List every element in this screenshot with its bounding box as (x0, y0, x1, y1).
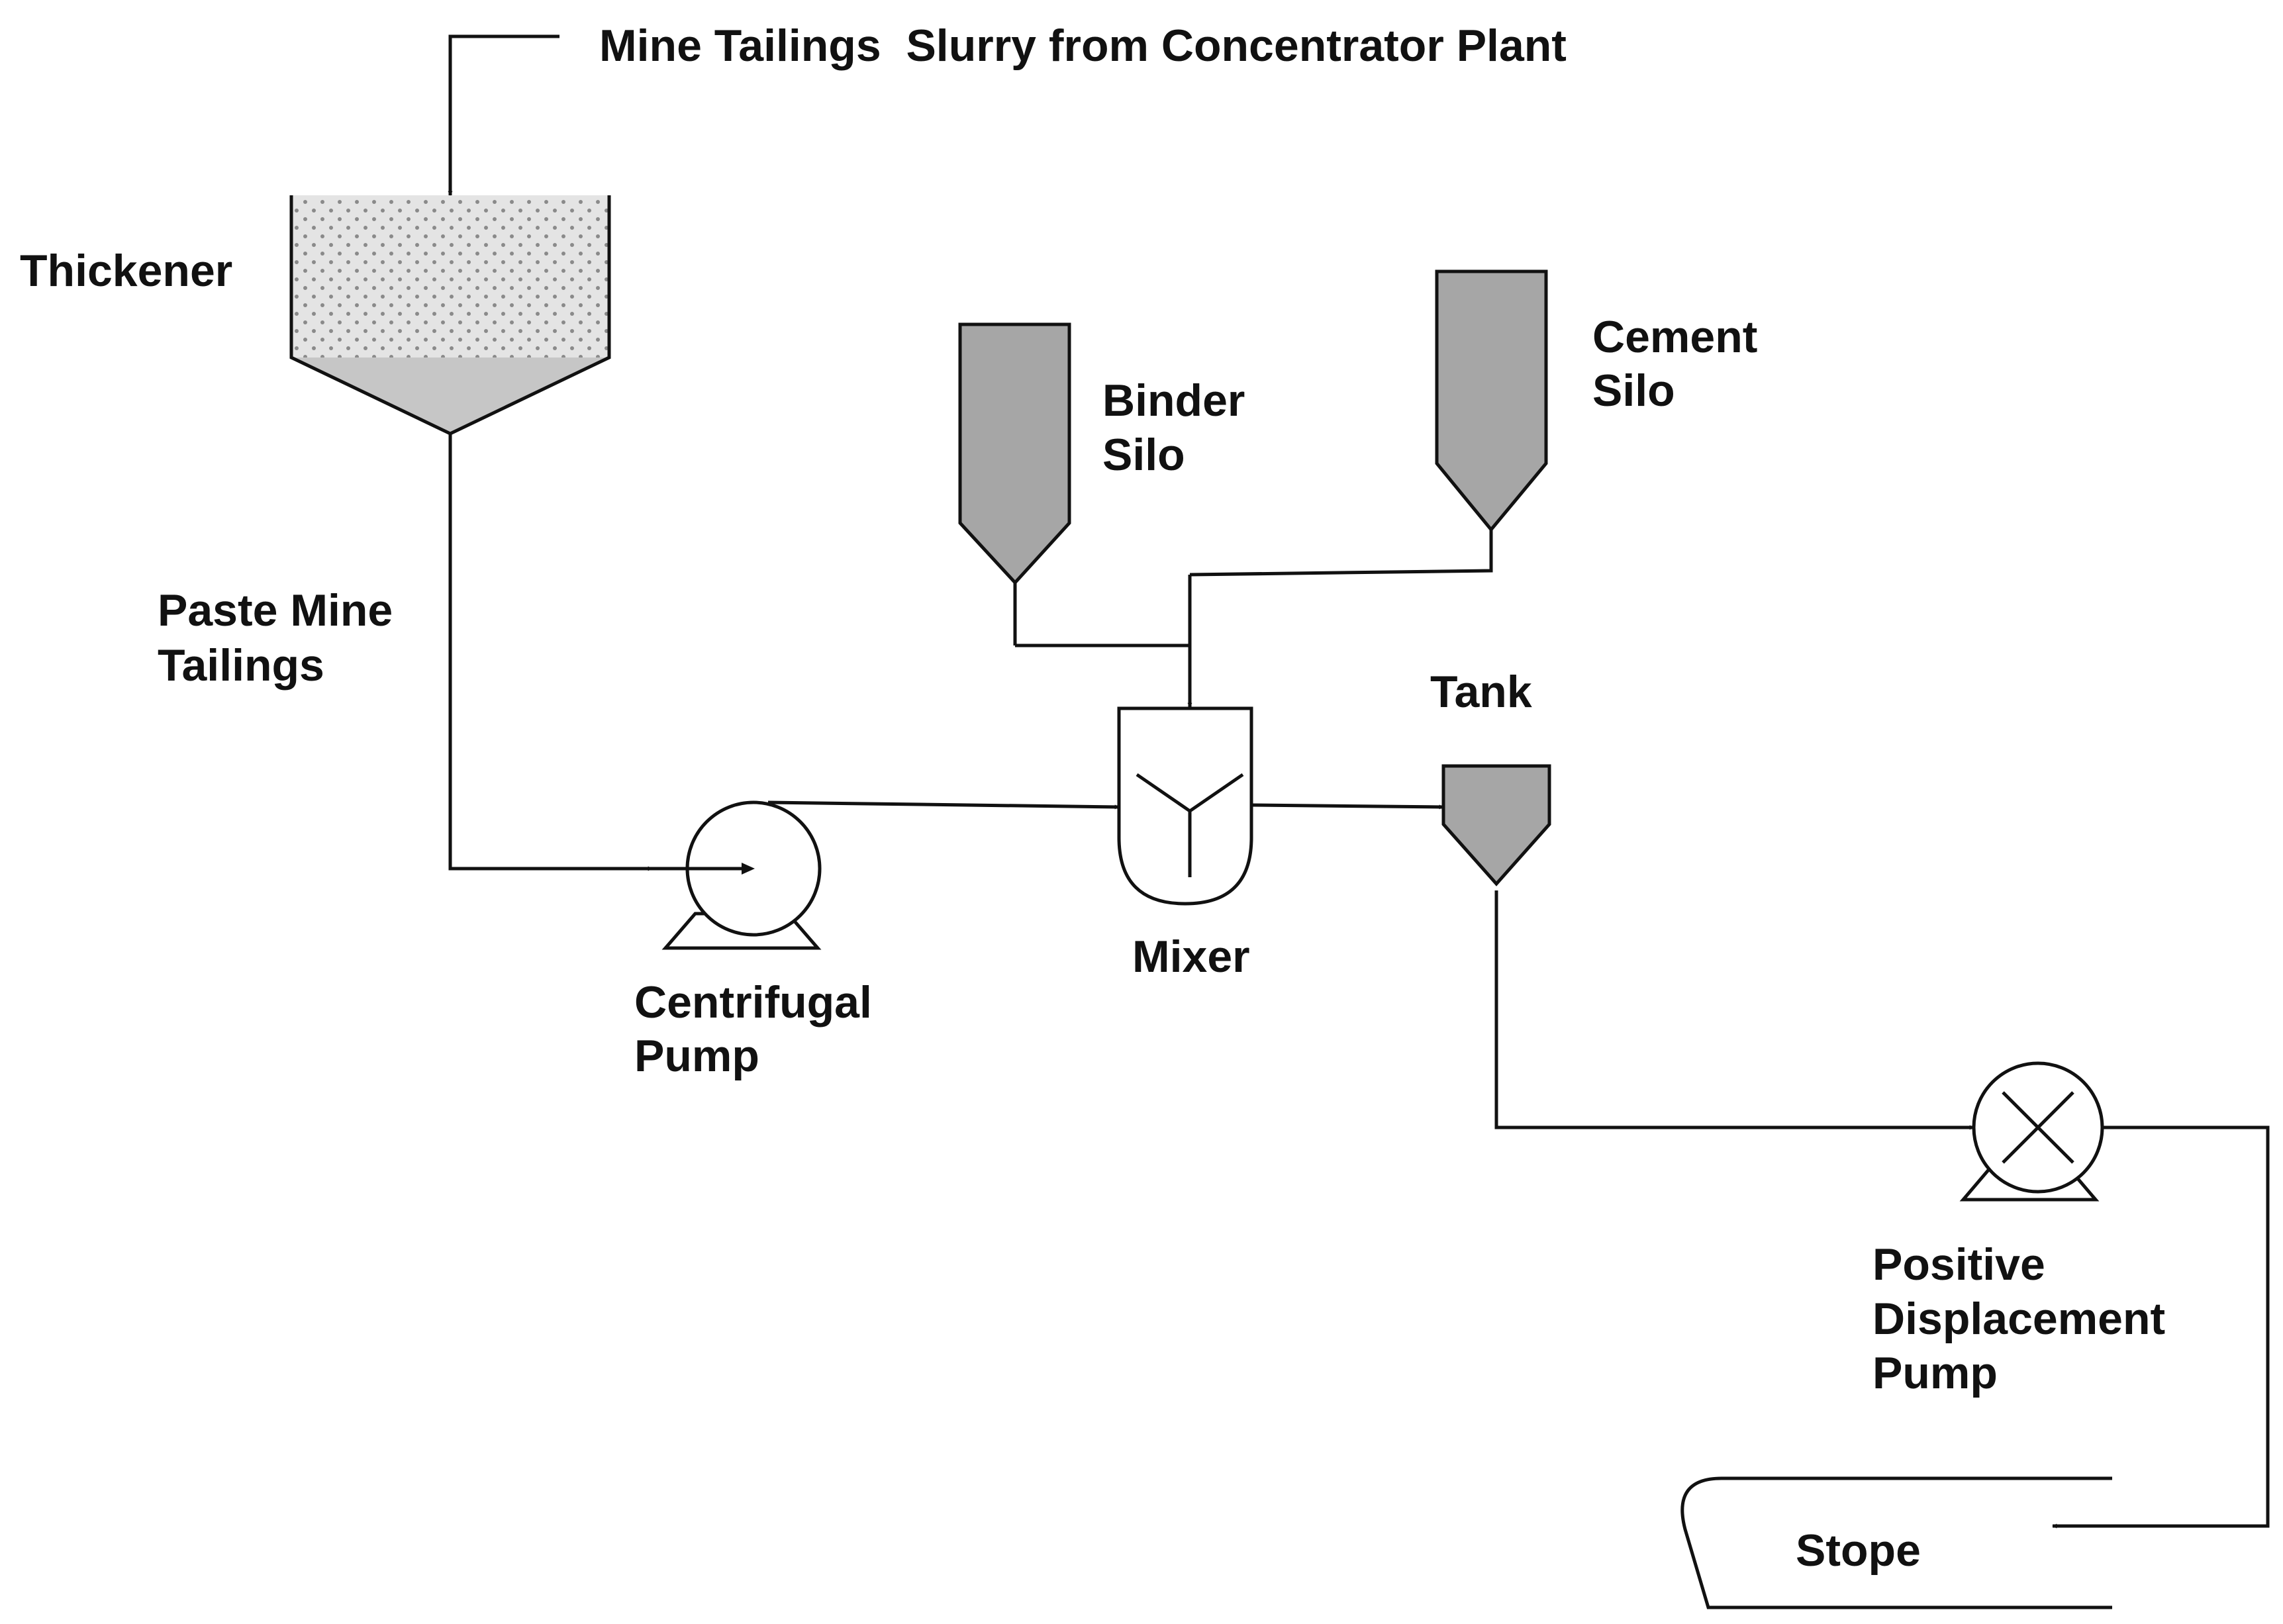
labels: Mine Tailings Slurry from Concentrator P… (20, 21, 2178, 1576)
cement-silo (1435, 269, 1548, 532)
flow-pd-pump-to-stope (2052, 1125, 2270, 1529)
centrifugal-pump-label: Centrifugal Pump (634, 977, 885, 1081)
flow-tank-to-pd-pump (1494, 890, 1974, 1130)
binder-silo-body (958, 322, 1071, 585)
thickener-dots (291, 195, 609, 358)
cement-silo-body (1435, 269, 1548, 532)
thickener-cone (291, 358, 609, 434)
positive-displacement-pump-label: Positive Displacement Pump (1872, 1239, 2178, 1398)
flow-mixer-to-tank (1251, 803, 1444, 810)
tank-label: Tank (1430, 667, 1532, 717)
binder-silo (958, 322, 1071, 645)
thickener (289, 195, 611, 436)
mixer (1117, 706, 1253, 906)
flow-lines (448, 34, 2270, 1529)
tank (1441, 764, 1551, 886)
centrifugal-pump-inlet-arrow-icon (742, 863, 755, 875)
flow-cement-silo-line (1189, 530, 1493, 577)
cement-silo-label: Cement Silo (1592, 312, 1770, 416)
mixer-label: Mixer (1132, 931, 1250, 982)
flow-thickener-to-centrifugal-pump (448, 434, 653, 871)
binder-silo-label: Binder Silo (1102, 375, 1257, 480)
thickener-label: Thickener (20, 246, 232, 296)
flow-centrifugal-pump-to-mixer (767, 800, 1120, 810)
tank-body (1441, 764, 1551, 886)
stope (1680, 1476, 2112, 1609)
centrifugal-pump (648, 800, 822, 950)
mixer-impeller-icon (1136, 773, 1244, 877)
paste-mine-tailings-label: Paste Mine Tailings (158, 585, 405, 691)
flow-source-to-thickener (448, 34, 559, 196)
pd-pump-cross-icon (2002, 1091, 2074, 1164)
source-label: Mine Tailings Slurry from Concentrator P… (599, 21, 1567, 71)
stope-label: Stope (1796, 1525, 1921, 1576)
positive-displacement-pump (1959, 1061, 2104, 1202)
